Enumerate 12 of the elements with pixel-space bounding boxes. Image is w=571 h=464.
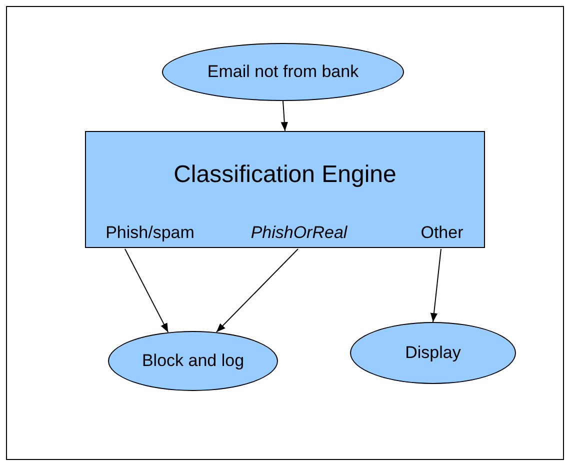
branch-label: Phish/spam xyxy=(90,222,210,244)
arrow xyxy=(280,100,288,132)
node-label: Block and log xyxy=(142,351,244,371)
node-label: Classification Engine xyxy=(174,160,396,188)
arrow xyxy=(430,248,442,322)
process-box xyxy=(85,131,485,248)
node-label: Display xyxy=(405,343,461,363)
arrow xyxy=(124,248,169,333)
arrow xyxy=(216,248,298,333)
branch-label: PhishOrReal xyxy=(226,222,372,244)
branch-label: Other xyxy=(402,222,482,244)
node-label: Email not from bank xyxy=(207,62,359,82)
